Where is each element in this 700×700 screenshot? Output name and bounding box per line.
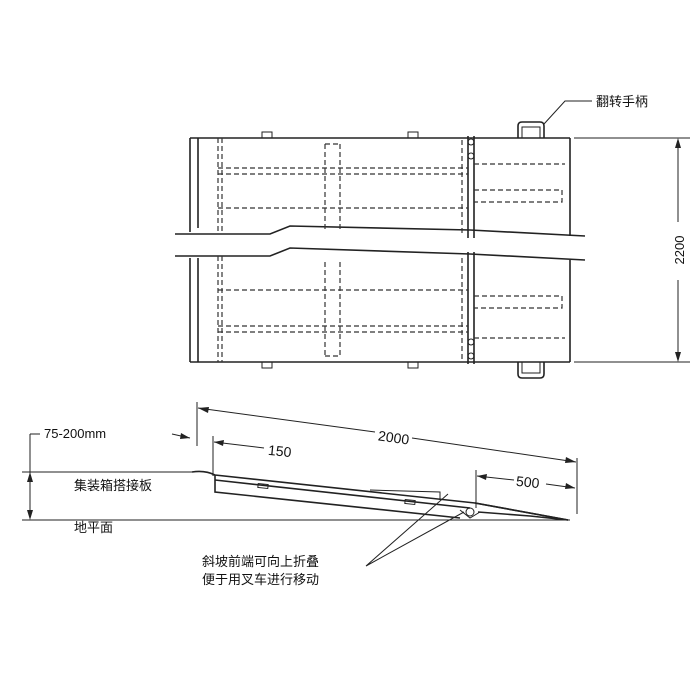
note-line-1: 斜坡前端可向上折叠 [202, 554, 319, 570]
length-dimension: 2000 [196, 402, 578, 514]
top-view-lower-outline [175, 247, 586, 363]
flip-handle-label: 翻转手柄 [596, 95, 648, 110]
fold-pivot [465, 507, 475, 517]
container-plate-label: 集装箱搭接板 [74, 478, 152, 494]
hinge-pin [467, 138, 475, 146]
width-dimension: 2200 [574, 137, 690, 363]
ground-label: 地平面 [74, 521, 113, 536]
top-view-upper-outline [175, 137, 586, 237]
front-dimension-label: 500 [515, 473, 540, 491]
top-view: 翻转手柄 2200 [175, 95, 690, 379]
ramp-body [191, 470, 569, 521]
edge-tabs [261, 131, 419, 369]
top-view-hidden-frame-upper [217, 138, 565, 236]
lip-dimension: 150 [212, 436, 292, 476]
flip-handle-leader [543, 100, 592, 125]
height-dimension: 75-200mm [27, 426, 191, 520]
lip-dimension-label: 150 [267, 442, 292, 460]
note-leader [365, 493, 465, 567]
front-dimension: 500 [475, 470, 576, 508]
height-range-label: 75-200mm [44, 426, 106, 441]
side-view: 75-200mm 2000 150 500 [22, 402, 578, 588]
top-view-hidden-frame-lower [217, 256, 565, 362]
flip-handle-bottom [517, 362, 545, 379]
length-dimension-label: 2000 [377, 427, 410, 447]
note-line-2: 便于用叉车进行移动 [202, 572, 319, 588]
width-dimension-label: 2200 [672, 236, 687, 265]
flip-handle-top [517, 121, 545, 138]
